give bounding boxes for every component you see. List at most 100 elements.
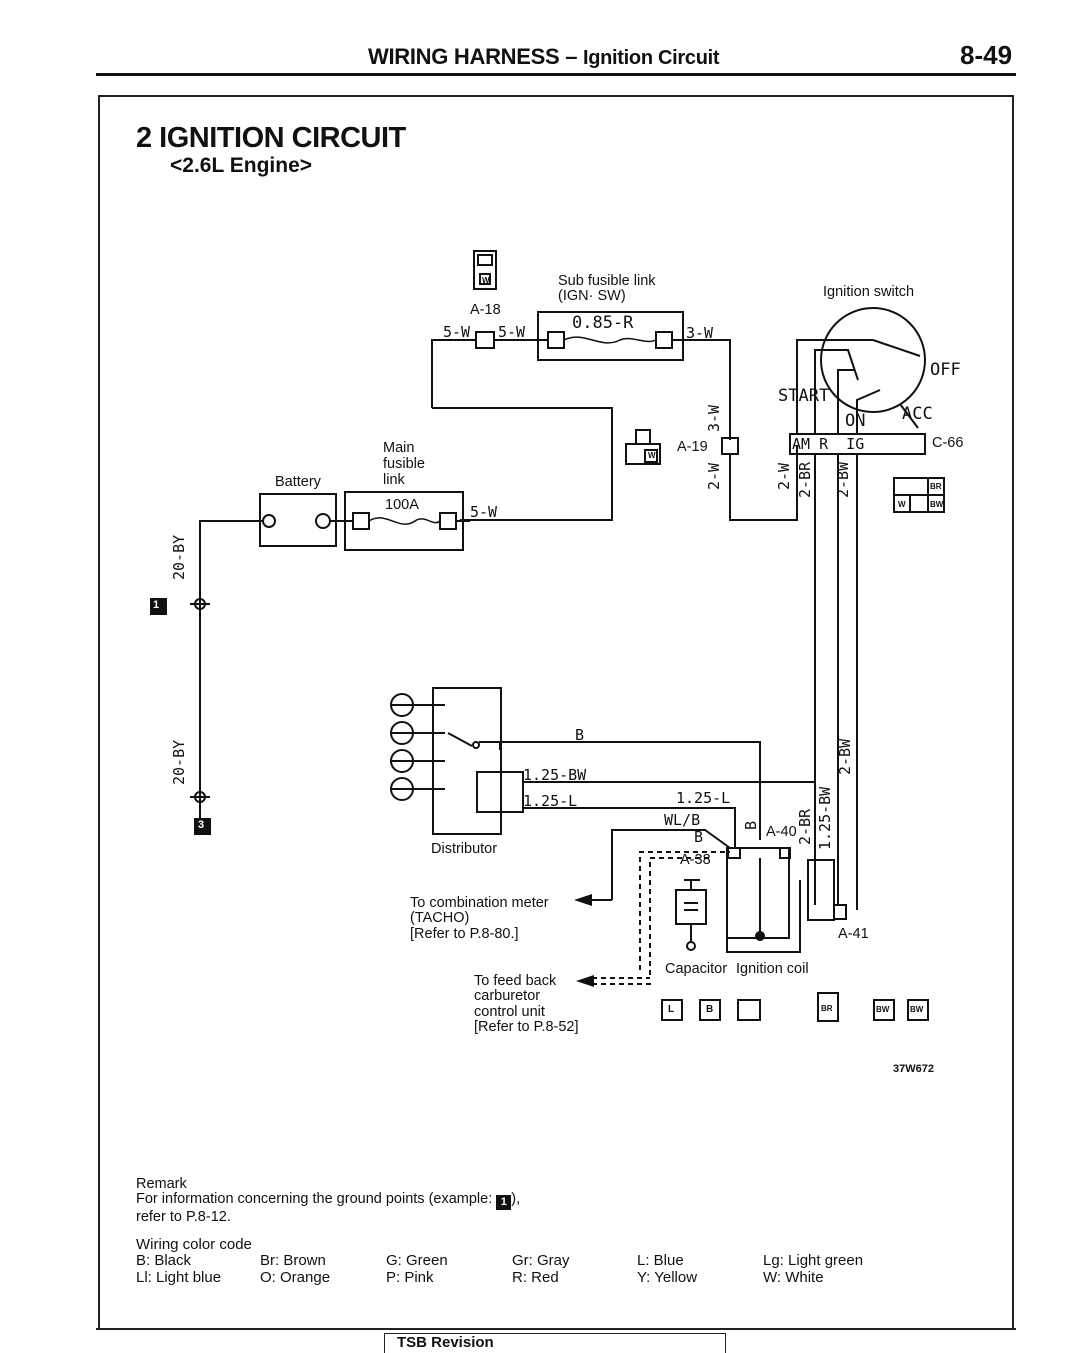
wire-label-2br-b: 2-BR xyxy=(796,808,814,845)
main-fuse-rating: 100A xyxy=(385,497,419,513)
header-title-dash: – xyxy=(565,44,578,69)
note-feed-2: carburetor xyxy=(474,988,541,1004)
wire-label-125l-b: 1.25-L xyxy=(676,789,731,807)
sub-fusible-link-box xyxy=(537,311,684,361)
legend-item: Y: Yellow xyxy=(637,1269,698,1286)
figure-code: 37W672 xyxy=(893,1063,934,1075)
conn-code-w-c66: W xyxy=(898,500,906,509)
battery-box xyxy=(259,493,337,547)
wire-label-2bw-b: 2-BW xyxy=(836,738,854,775)
legend-item: R: Red xyxy=(512,1269,559,1286)
wire-label-5w-c: 5-W xyxy=(470,503,498,521)
main-fusible-label-1: Main xyxy=(383,440,415,456)
ground-1-label: 1 xyxy=(153,599,160,611)
a18-terminal xyxy=(475,331,495,349)
conn-code-b: B xyxy=(706,1004,714,1015)
capacitor-box xyxy=(675,889,707,925)
remark-title: Remark xyxy=(136,1176,187,1192)
a18-connector-icon xyxy=(473,250,497,290)
wire-20by xyxy=(199,520,263,820)
note-feed-4: [Refer to P.8-52] xyxy=(474,1019,579,1035)
header-title: WIRING HARNESS – Ignition Circuit xyxy=(368,44,720,70)
wire-label-125bw: 1.25-BW xyxy=(523,766,587,784)
wire-label-2br-a: 2-BR xyxy=(796,461,814,498)
switch-pos-off: OFF xyxy=(930,360,961,380)
distributor-label: Distributor xyxy=(431,841,498,857)
a19-terminal xyxy=(721,437,739,455)
note-tacho-3: [Refer to P.8-80.] xyxy=(410,926,519,942)
legend-item: W: White xyxy=(763,1269,824,1286)
legend-item: Br: Brown xyxy=(260,1252,326,1269)
conn-code-bw-b: BW xyxy=(910,1005,924,1014)
header-rule xyxy=(96,73,1016,76)
wire-label-5w-b: 5-W xyxy=(498,323,526,341)
conn-code-l: L xyxy=(668,1004,675,1015)
distributor-plugs xyxy=(390,693,445,801)
legend-item: B: Black xyxy=(136,1252,192,1269)
header-title-sub: Ignition Circuit xyxy=(582,47,720,69)
conn-icon-br xyxy=(817,992,839,1022)
conn-icon-coil xyxy=(737,999,761,1021)
ground-3-label: 3 xyxy=(198,819,205,831)
conn-icon-bw-b xyxy=(907,999,929,1021)
wire-2w xyxy=(729,445,798,521)
conn-code-w-a19: W xyxy=(648,451,656,460)
main-fusible-label-2: fusible xyxy=(383,456,425,472)
wire-5w-main xyxy=(432,407,613,521)
page-number: 8-49 xyxy=(960,40,1013,70)
wire-label-b-small: B xyxy=(694,828,704,846)
wire-label-20by-b: 20-BY xyxy=(170,739,188,785)
note-tacho-2: (TACHO) xyxy=(410,910,470,926)
wire-label-wlb: WL/B xyxy=(664,811,701,829)
capacitor-label: Capacitor xyxy=(665,961,728,977)
note-feed-1: To feed back xyxy=(474,973,557,989)
conn-code-w-a18: W xyxy=(482,276,490,285)
connector-a41: A-41 xyxy=(838,926,869,942)
tsb-revision-box: TSB Revision xyxy=(384,1333,726,1353)
bottom-rule xyxy=(96,1328,1016,1330)
legend-item: P: Pink xyxy=(386,1269,434,1286)
wire-label-20by-a: 20-BY xyxy=(170,534,188,580)
conn-icon-l xyxy=(661,999,683,1021)
wire-label-085r: 0.85-R xyxy=(572,313,634,333)
remark-line-1: For information concerning the ground po… xyxy=(136,1191,521,1210)
connector-c66: C-66 xyxy=(932,435,964,451)
ignition-coil-label: Ignition coil xyxy=(736,961,809,977)
wire-label-125bw-v: 1.25-BW xyxy=(816,786,834,850)
legend-row-2: Ll: Light blue O: Orange P: Pink R: Red … xyxy=(136,1270,996,1287)
wiring-color-legend: Wiring color code B: Black Br: Brown G: … xyxy=(136,1237,996,1287)
switch-pos-on: ON xyxy=(845,411,866,431)
main-fusible-label-3: link xyxy=(383,472,405,488)
wire-label-2w-a: 2-W xyxy=(705,462,723,490)
connector-a19: A-19 xyxy=(677,439,708,455)
ground-point-1-box xyxy=(150,598,167,615)
wire-label-2w-b: 2-W xyxy=(775,462,793,490)
wire-3w xyxy=(672,339,731,440)
ground-point-3-box xyxy=(194,818,211,835)
remark-block: Remark For information concerning the gr… xyxy=(136,1177,520,1225)
legend-item: Ll: Light blue xyxy=(136,1269,222,1286)
conn-icon-b xyxy=(699,999,721,1021)
wire-label-b-vert: B xyxy=(742,820,760,830)
conn-code-bw-c66: BW xyxy=(930,500,944,509)
conn-icon-bw-a xyxy=(873,999,895,1021)
wire-label-b: B xyxy=(575,726,585,744)
switch-pos-acc: ACC xyxy=(902,404,933,424)
ignition-switch-circle xyxy=(820,307,926,413)
legend-title: Wiring color code xyxy=(136,1236,252,1253)
ignition-coil-box xyxy=(726,847,790,939)
switch-pos-start: START xyxy=(778,386,830,406)
legend-item: O: Orange xyxy=(260,1269,331,1286)
connector-a38: A-38 xyxy=(680,852,711,868)
legend-item: G: Green xyxy=(386,1252,448,1269)
sub-fusible-link-label: Sub fusible link xyxy=(558,273,656,289)
wire-5w-left xyxy=(431,339,476,408)
section-title: 2 IGNITION CIRCUIT xyxy=(136,122,406,154)
wire-label-125l-a: 1.25-L xyxy=(523,792,578,810)
conn-code-bw-a: BW xyxy=(876,1005,890,1014)
wire-label-5w-a: 5-W xyxy=(443,323,471,341)
remark-ground-example: 1 xyxy=(496,1195,512,1210)
conn-code-br-c66: BR xyxy=(930,482,942,491)
legend-item: Gr: Gray xyxy=(512,1252,570,1269)
